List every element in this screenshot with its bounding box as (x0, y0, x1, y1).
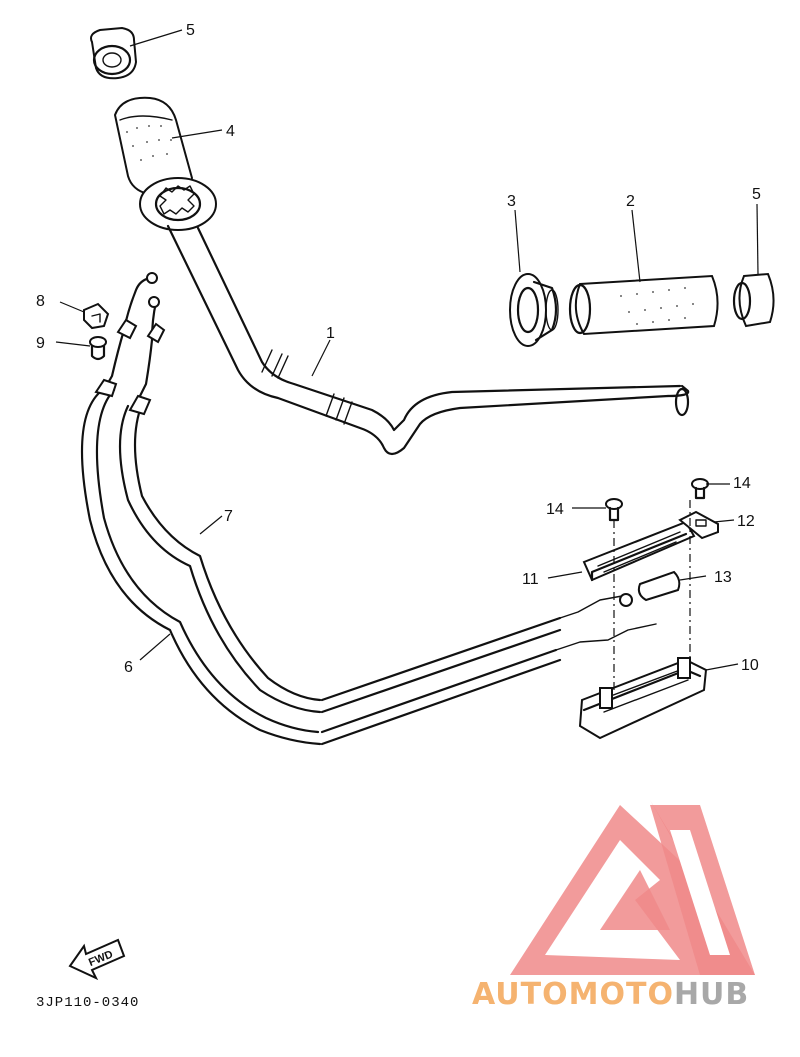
callout-11: 11 (522, 571, 539, 588)
callout-5-left: 5 (186, 22, 195, 39)
callout-14-left: 14 (546, 501, 564, 518)
watermark-brand-b: HUB (674, 977, 749, 1012)
part-1-handlebar (166, 224, 690, 456)
callout-9: 9 (36, 335, 45, 352)
part-10-housing-lower (578, 657, 708, 740)
part-13-block (637, 570, 681, 602)
cable-end-fitting (619, 593, 633, 607)
part-5-bar-end-left (90, 26, 138, 80)
part-8-clamp (83, 302, 110, 330)
part-5-bar-end-right (732, 272, 775, 328)
watermark-brand-a: AUTOMOTO (472, 977, 674, 1012)
part-4-grip-left (113, 96, 217, 231)
callout-3: 3 (507, 193, 516, 210)
leader-lines (55, 29, 759, 671)
part-11-housing-upper (582, 520, 696, 582)
callout-14-right: 14 (733, 475, 751, 492)
part-3-collar (509, 273, 559, 347)
part-14-screw-right (691, 478, 709, 500)
callout-5-right: 5 (752, 186, 761, 203)
part-6-cable (80, 272, 657, 746)
callout-1: 1 (326, 325, 335, 342)
diagram-code: 3JP110-0340 (36, 995, 139, 1011)
callout-7: 7 (224, 508, 233, 525)
callout-6: 6 (124, 659, 133, 676)
part-2-grip-right (568, 274, 719, 336)
callout-8: 8 (36, 293, 45, 310)
part-7-cable (118, 296, 623, 714)
fwd-arrow-icon: FWD (68, 938, 126, 981)
part-14-screw-left (605, 498, 623, 522)
callout-13: 13 (714, 569, 732, 586)
callout-12: 12 (737, 513, 755, 530)
callout-4: 4 (226, 123, 235, 140)
watermark-brand: AUTOMOTOHUB (472, 977, 749, 1012)
part-9-screw (89, 336, 107, 361)
callout-10: 10 (741, 657, 759, 674)
watermark-logo (510, 800, 755, 975)
callout-2: 2 (626, 193, 635, 210)
